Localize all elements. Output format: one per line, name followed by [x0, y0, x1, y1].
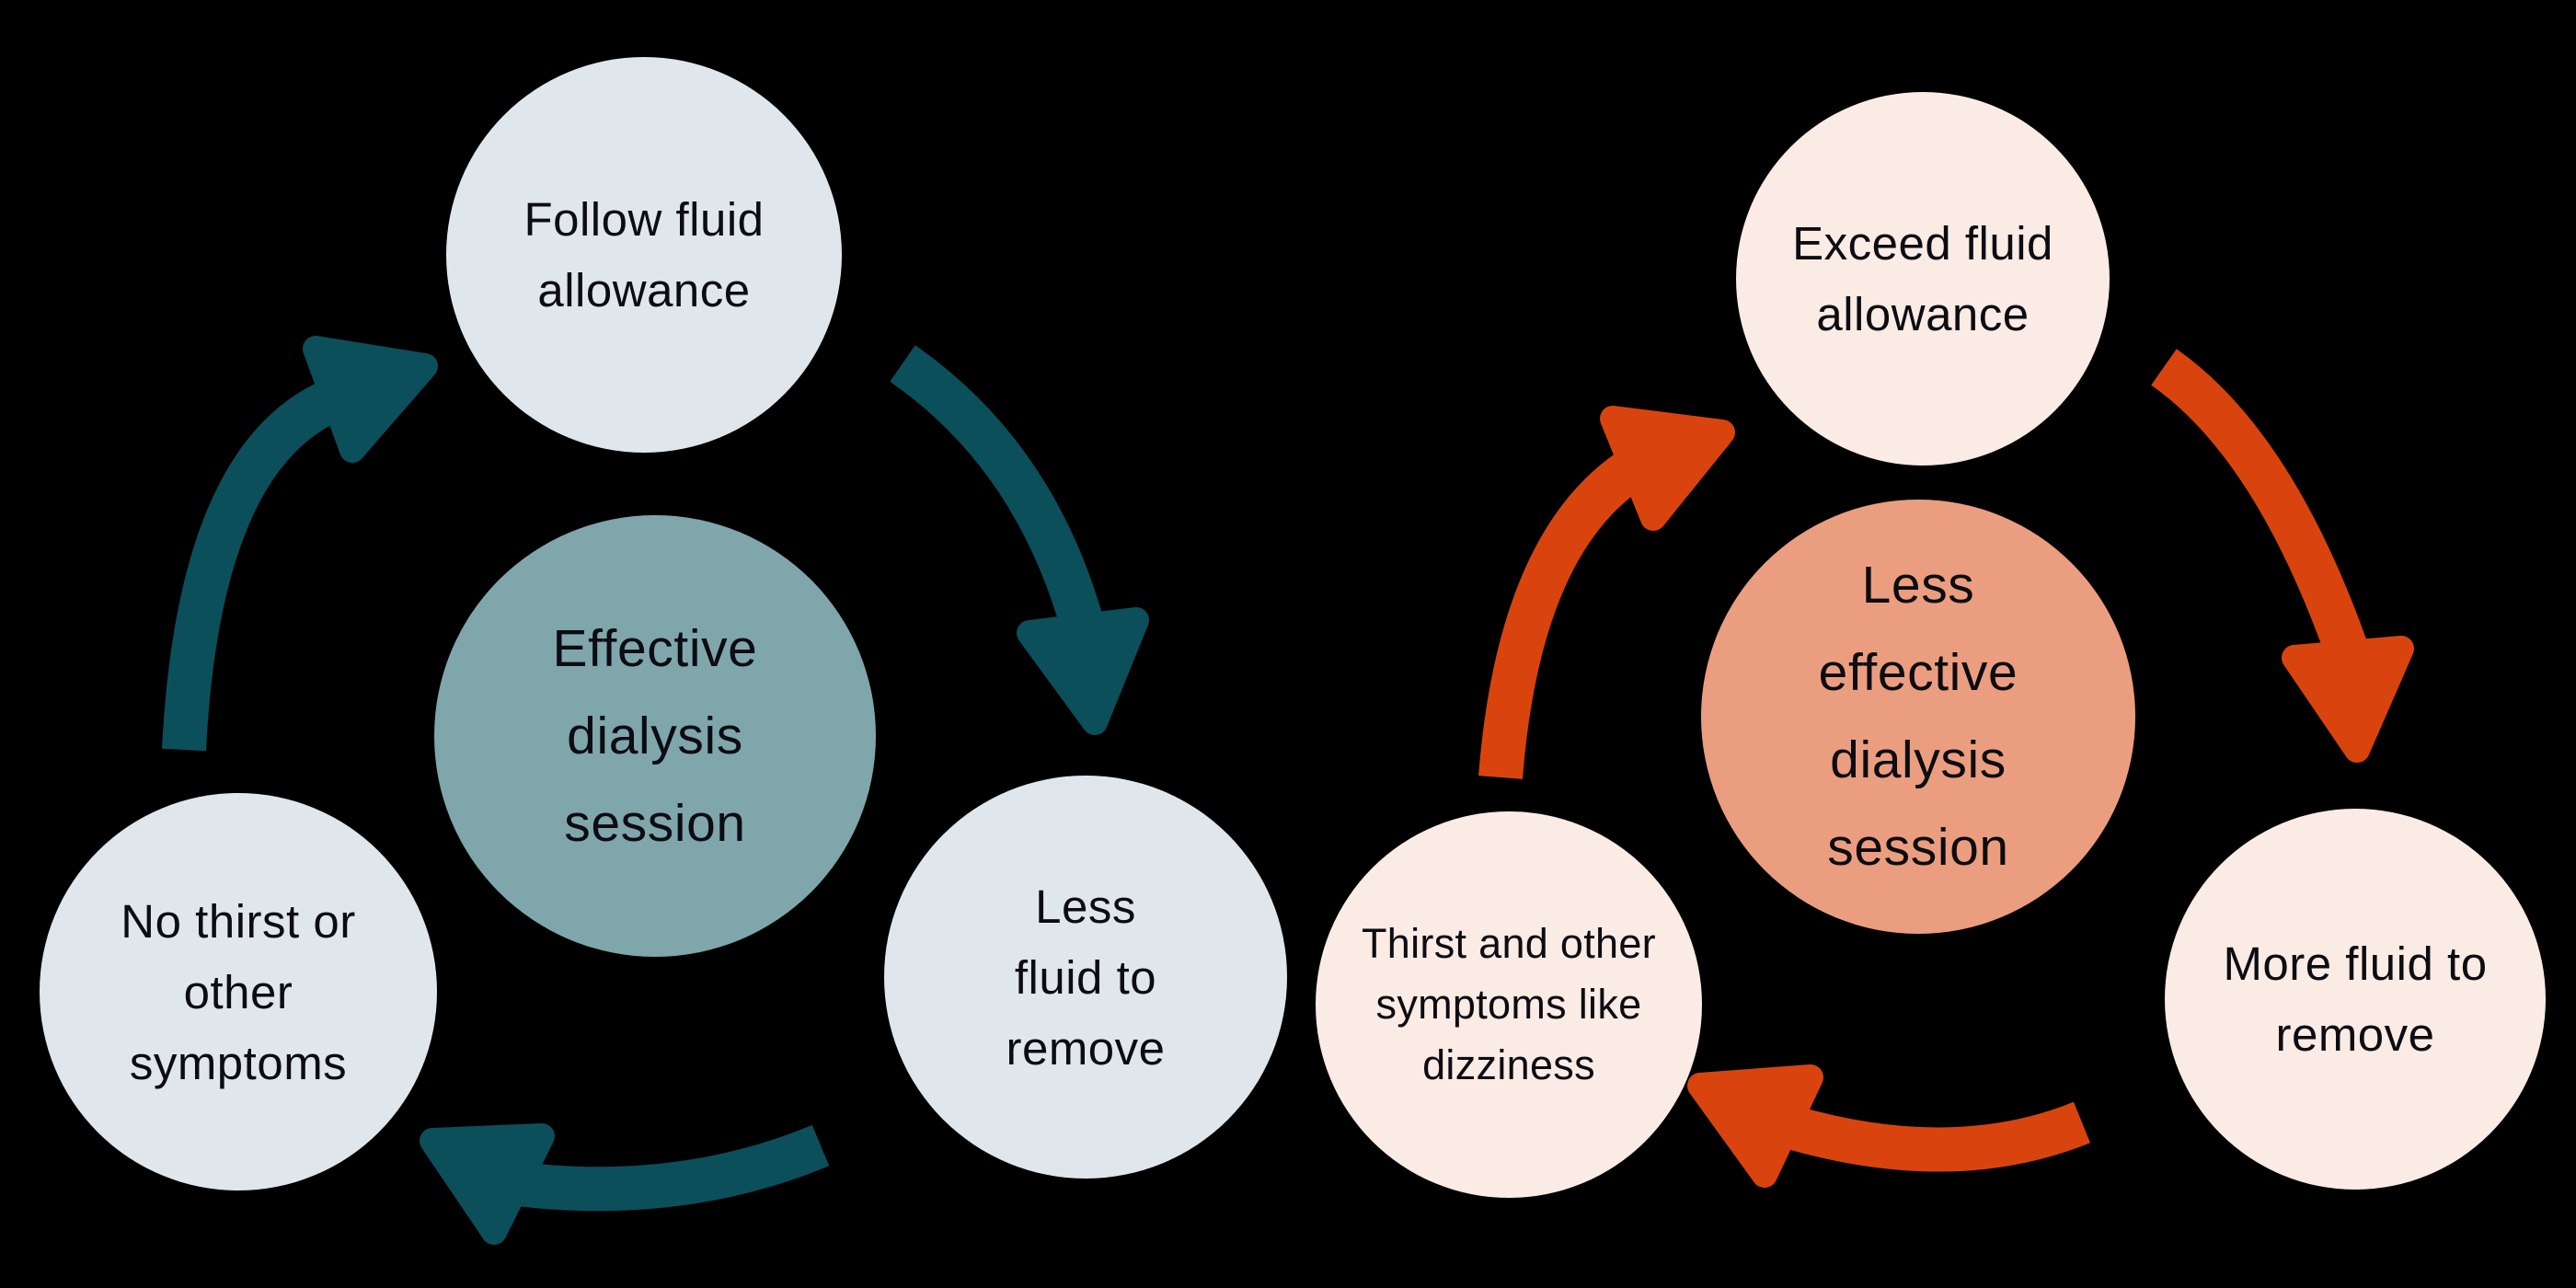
- node-text-line: session: [1827, 818, 2009, 877]
- node-text-line: Thirst and other: [1362, 920, 1656, 967]
- arrow-symptoms-to-allowance-band: [162, 378, 343, 752]
- node-text-line: allowance: [537, 264, 751, 316]
- node-less-fluid-to-remove: Less fluid to remove: [884, 776, 1287, 1179]
- node-text-line: symptoms like: [1375, 981, 1642, 1028]
- node-text-line: Effective: [552, 618, 758, 678]
- arrow-less-fluid-to-symptoms-head-icon: [420, 1123, 555, 1245]
- arrow-thirst-to-exceed-band: [1478, 449, 1646, 779]
- node-follow-fluid-allowance: Follow fluid allowance: [446, 57, 842, 453]
- node-text-line: Exceed fluid: [1792, 217, 2053, 270]
- node-text-line: other: [183, 965, 293, 1018]
- node-text-line: remove: [1006, 1021, 1166, 1075]
- node-text-line: No thirst or: [121, 894, 356, 948]
- node-thirst-and-other-symptoms: Thirst and other symptoms like dizziness: [1316, 811, 1702, 1198]
- node-effective-dialysis-session: Effective dialysis session: [434, 515, 876, 957]
- node-text-line: symptoms: [129, 1036, 348, 1089]
- node-more-fluid-to-remove: More fluid to remove: [2165, 809, 2546, 1190]
- arrow-thirst-to-exceed-head-icon: [1600, 406, 1735, 531]
- arrow-allowance-to-less-fluid-band: [890, 345, 1105, 633]
- node-text-line: dialysis: [567, 706, 743, 765]
- node-text-line: dialysis: [1830, 730, 2007, 789]
- arrow-allowance-to-less-fluid-head-icon: [1017, 607, 1149, 735]
- node-less-effective-dialysis-session: Less effective dialysis session: [1701, 500, 2135, 934]
- arrow-less-fluid-to-symptoms-band: [515, 1124, 830, 1212]
- node-text-line: fluid to: [1014, 950, 1157, 1004]
- arrow-symptoms-to-allowance-head-icon: [303, 336, 438, 463]
- node-text-line: More fluid to: [2223, 937, 2488, 990]
- left-cycle-arrows: [162, 336, 1149, 1245]
- node-text-line: Follow fluid: [523, 193, 765, 246]
- node-text-line: effective: [1818, 643, 2018, 702]
- arrow-more-fluid-to-thirst-band: [1781, 1101, 2090, 1172]
- node-text-line: allowance: [1816, 288, 2030, 340]
- node-text-line: Less: [1035, 880, 1136, 933]
- node-no-thirst-or-other-symptoms: No thirst or other symptoms: [40, 793, 437, 1190]
- node-text-line: Less: [1861, 556, 1975, 615]
- node-text-line: dizziness: [1422, 1041, 1595, 1088]
- right-cycle-arrows: [1478, 349, 2414, 1188]
- node-exceed-fluid-allowance: Exceed fluid allowance: [1736, 92, 2110, 466]
- arrow-exceed-to-more-fluid-band: [2151, 349, 2369, 661]
- node-text-line: session: [564, 793, 746, 853]
- arrow-more-fluid-to-thirst-head-icon: [1687, 1064, 1823, 1188]
- node-text-line: remove: [2275, 1008, 2435, 1061]
- arrow-exceed-to-more-fluid-head-icon: [2282, 636, 2414, 763]
